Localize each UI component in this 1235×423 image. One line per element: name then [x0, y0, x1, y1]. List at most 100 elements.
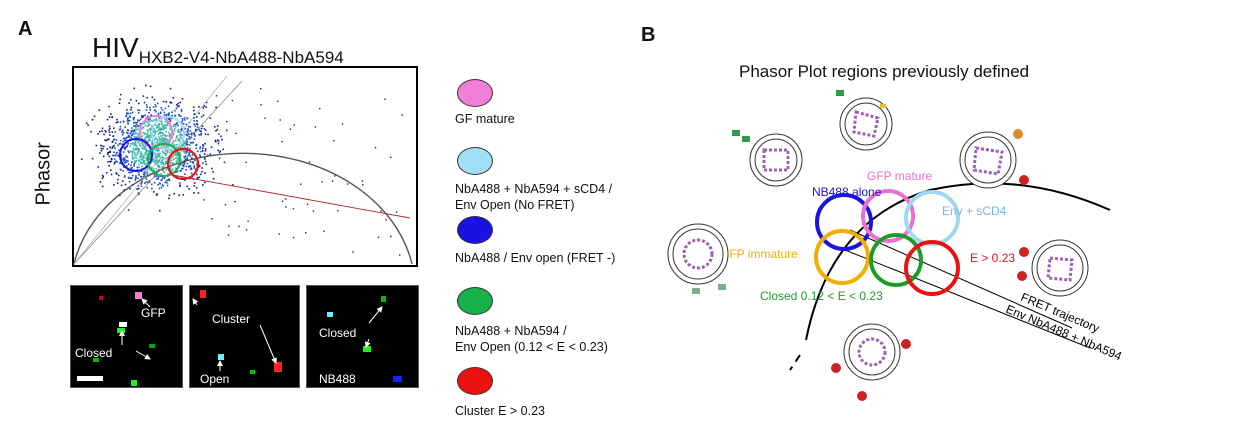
scatter-point [146, 96, 148, 99]
scatter-point [157, 161, 159, 163]
scatter-point [144, 114, 146, 117]
scatter-point [155, 136, 157, 139]
scatter-point [97, 133, 99, 135]
scatter-point [133, 130, 135, 133]
legend-label: NbA488 / Env open (FRET -) [455, 251, 616, 265]
scatter-point [192, 106, 195, 108]
scatter-point [181, 119, 184, 122]
scatter-point [125, 114, 128, 116]
scatter-point [128, 151, 130, 154]
scatter-point [156, 102, 159, 105]
scatter-point [116, 173, 118, 175]
scatter-point [112, 154, 114, 157]
scatter-point [264, 117, 266, 119]
scatter-point [159, 152, 161, 155]
scatter-point [202, 107, 204, 109]
scatter-point [138, 159, 140, 161]
scatter-point [171, 169, 174, 171]
scatter-point [113, 144, 115, 147]
legend-swatch-cluster [457, 367, 493, 395]
scatter-point [135, 147, 137, 150]
scatter-point [181, 118, 184, 120]
scatter-point [166, 157, 169, 159]
scatter-point [112, 145, 115, 148]
scatter-point [204, 160, 207, 163]
scatter-point [143, 175, 145, 178]
scatter-point [151, 143, 153, 146]
scatter-point [204, 142, 206, 145]
scatter-point [186, 134, 189, 137]
scatter-point [144, 144, 147, 147]
scatter-point [161, 120, 163, 123]
scatter-point [122, 146, 124, 149]
scatter-point [164, 154, 167, 157]
virion-illustration [732, 130, 803, 187]
scatter-point [140, 162, 142, 165]
scatter-point [87, 124, 89, 126]
scatter-point [153, 191, 155, 193]
scatter-point [185, 133, 188, 136]
scatter-point [203, 199, 205, 201]
scatter-point [180, 162, 182, 165]
scatter-point [146, 153, 148, 156]
scatter-point [149, 156, 152, 159]
scatter-point [165, 127, 167, 130]
scatter-point [198, 134, 200, 136]
scatter-point [180, 129, 182, 131]
scatter-point [122, 140, 124, 143]
scatter-point [157, 153, 159, 155]
scatter-point [108, 105, 110, 108]
scatter-point [182, 167, 184, 170]
scatter-point [142, 131, 145, 134]
spot [250, 370, 255, 374]
scatter-point [218, 151, 221, 154]
scatter-point [132, 149, 135, 152]
scatter-point [150, 127, 153, 129]
scatter-point [179, 134, 182, 136]
virion-illustration [831, 323, 911, 401]
scatter-point [142, 156, 145, 159]
scatter-point [214, 139, 217, 142]
scatter-point [190, 132, 193, 134]
scatter-point [109, 134, 111, 136]
scatter-point [139, 156, 142, 159]
scatter-point [135, 128, 138, 131]
scatter-point [133, 162, 136, 164]
scatter-point [185, 123, 188, 126]
scatter-point [134, 148, 137, 151]
scatter-point [193, 134, 196, 136]
scatter-point [120, 156, 123, 159]
region-nba488-alone [119, 138, 153, 172]
scatter-point [193, 138, 196, 140]
scatter-point [157, 112, 160, 115]
scatter-point [162, 177, 164, 179]
scatter-point [136, 154, 138, 156]
scatter-point [178, 113, 180, 116]
scatter-point [169, 151, 171, 154]
scatter-point [128, 171, 130, 174]
scatter-point [137, 128, 139, 130]
scatter-point [216, 128, 219, 131]
arrow [259, 324, 277, 364]
arrow [135, 350, 151, 360]
scatter-point [156, 141, 158, 144]
scatter-point [133, 129, 136, 131]
scatter-point [196, 150, 199, 153]
scatter-point [377, 236, 380, 238]
scatter-point [132, 158, 134, 160]
scatter-point [179, 146, 182, 149]
scatter-point [124, 158, 126, 161]
scatter-point [105, 139, 108, 142]
region-closed-fret [147, 143, 181, 177]
scatter-point [245, 229, 248, 231]
scatter-point [188, 153, 191, 156]
label-env-scd4: Env + sCD4 [942, 204, 1007, 218]
scatter-point [145, 84, 147, 87]
scatter-point [285, 206, 287, 208]
scatter-point [188, 136, 191, 138]
scatter-point [177, 139, 179, 142]
scatter-point [146, 134, 149, 137]
scatter-point [156, 126, 159, 129]
scatter-point [186, 157, 188, 159]
scatter-point [337, 209, 339, 212]
